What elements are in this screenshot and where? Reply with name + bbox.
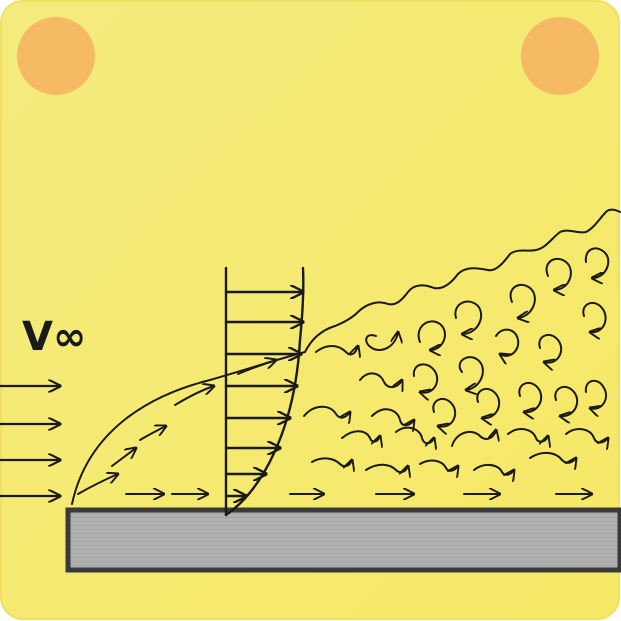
swirl-icon (495, 328, 520, 356)
swirl-icon (451, 430, 496, 447)
swirl-icon (419, 459, 458, 471)
laminar-flow-arrows (77, 360, 592, 494)
swirl-icon (554, 385, 579, 416)
swirl-icon (359, 372, 402, 387)
freestream-arrows (0, 386, 60, 496)
turbulent-boundary-edge (304, 208, 621, 353)
swirl-icon (365, 332, 398, 351)
swirl-icon (303, 405, 350, 418)
swirl-icon (584, 379, 608, 409)
pin-icon (17, 17, 95, 95)
swirl-icon (311, 458, 352, 466)
swirl-icon (365, 465, 408, 472)
swirl-icon (545, 257, 572, 290)
freestream-velocity-label: V∞ (22, 314, 86, 360)
swirl-icon (582, 301, 607, 332)
swirl-icon (395, 426, 434, 444)
swirl-icon (518, 381, 543, 412)
swirl-icon (538, 333, 563, 363)
swirl-icon (507, 428, 548, 442)
swirl-icon (315, 346, 358, 354)
swirl-icon (565, 428, 608, 442)
pin-icon (521, 17, 599, 95)
swirl-icon (529, 452, 576, 463)
swirl-icon (341, 430, 380, 441)
flat-plate (65, 507, 621, 573)
swirl-icon (371, 408, 414, 425)
swirl-icon (417, 320, 446, 350)
swirl-icon (584, 247, 610, 278)
swirl-icon (476, 387, 501, 418)
swirl-icon (458, 356, 484, 390)
turbulent-eddies (303, 247, 610, 475)
swirl-icon (432, 397, 457, 427)
swirl-icon (454, 300, 483, 334)
swirl-icon (509, 283, 536, 318)
swirl-icon (473, 464, 514, 475)
velocity-profile (224, 266, 305, 517)
swirl-icon (412, 363, 439, 392)
